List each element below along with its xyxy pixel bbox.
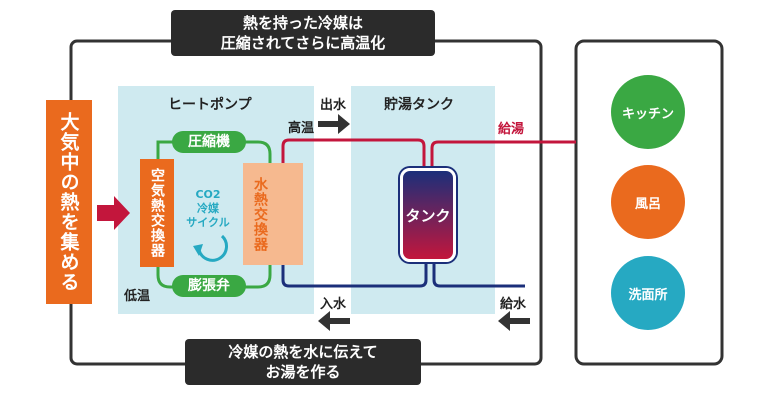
water-in-label: 入水 <box>320 297 347 312</box>
cycle-arrowhead-icon <box>193 244 203 256</box>
cycle-line-2: 冷媒 <box>197 202 219 215</box>
expansion-valve-label: 膨張弁 <box>172 275 246 297</box>
cycle-line-3: サイクル <box>186 216 230 229</box>
top-banner: 熱を持った冷媒は 圧縮されてさらに高温化 <box>171 10 435 56</box>
compressor-label: 圧縮機 <box>172 131 246 153</box>
refrigerant-loop <box>156 140 272 289</box>
bottom-banner-line-2: お湯を作る <box>265 363 341 381</box>
supply-water-arrow-icon <box>498 311 530 331</box>
out-water-arrow-icon <box>318 114 350 134</box>
heatpump-title: ヒートポンプ <box>168 97 252 113</box>
destination-kitchen: キッチン <box>611 75 685 149</box>
water-out-label: 出水 <box>320 98 347 113</box>
tank: タンク <box>400 168 456 262</box>
cold-return-pipe <box>281 260 428 288</box>
atmosphere-heat-label: 大気中の熱を集める <box>46 100 92 304</box>
high-temp-label: 高温 <box>288 121 315 136</box>
storage-title: 貯湯タンク <box>384 97 454 113</box>
cycle-line-1: CO2 <box>195 188 221 201</box>
water-heat-exchanger: 水熱交換器 <box>243 163 303 265</box>
low-temp-label: 低温 <box>124 289 151 304</box>
hot-pipe <box>281 138 426 260</box>
destination-bath: 風呂 <box>611 165 685 239</box>
co2-cycle-text: CO2 冷媒 サイクル <box>180 188 236 230</box>
destination-washroom: 洗面所 <box>611 256 685 330</box>
cold-inlet-pipe <box>432 262 525 288</box>
hot-supply-label: 給湯 <box>498 122 525 137</box>
supply-pipe <box>430 140 576 168</box>
bottom-banner-line-1: 冷媒の熱を水に伝えて <box>228 343 378 361</box>
air-heat-exchanger: 空気熱交換器 <box>140 159 174 267</box>
top-banner-line-1: 熱を持った冷媒は <box>242 14 363 32</box>
water-supply-label: 給水 <box>500 297 527 312</box>
bottom-banner: 冷媒の熱を水に伝えて お湯を作る <box>185 339 421 385</box>
heat-input-arrow-icon <box>97 196 130 230</box>
in-water-arrow-icon <box>318 311 350 331</box>
cycle-arrow-icon <box>197 234 228 262</box>
top-banner-line-2: 圧縮されてさらに高温化 <box>220 34 386 52</box>
